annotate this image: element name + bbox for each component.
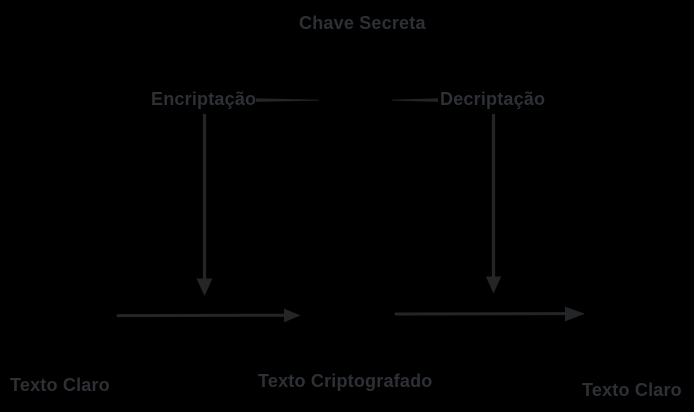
arrow-head (485, 276, 502, 294)
ciphertext-to-plaintext-arrow (394, 306, 585, 322)
plaintext-to-ciphertext-arrow (116, 308, 301, 323)
encryption-label: Encriptação (151, 89, 257, 109)
decryption-label: Decriptação (440, 89, 546, 109)
encryption-to-flow-arrow (196, 114, 213, 296)
secret-key-label: Chave Secreta (299, 13, 426, 33)
plaintext-right-label: Texto Claro (582, 380, 682, 400)
secret-key-to-decryption-connector (392, 98, 438, 102)
arrow-head (196, 278, 213, 296)
decryption-to-flow-arrow (485, 114, 502, 294)
secret-key-to-encryption-connector (256, 98, 319, 102)
arrow-head (565, 306, 585, 322)
arrow-head (284, 308, 301, 323)
ciphertext-label: Texto Criptografado (258, 371, 433, 391)
plaintext-left-label: Texto Claro (10, 375, 110, 395)
